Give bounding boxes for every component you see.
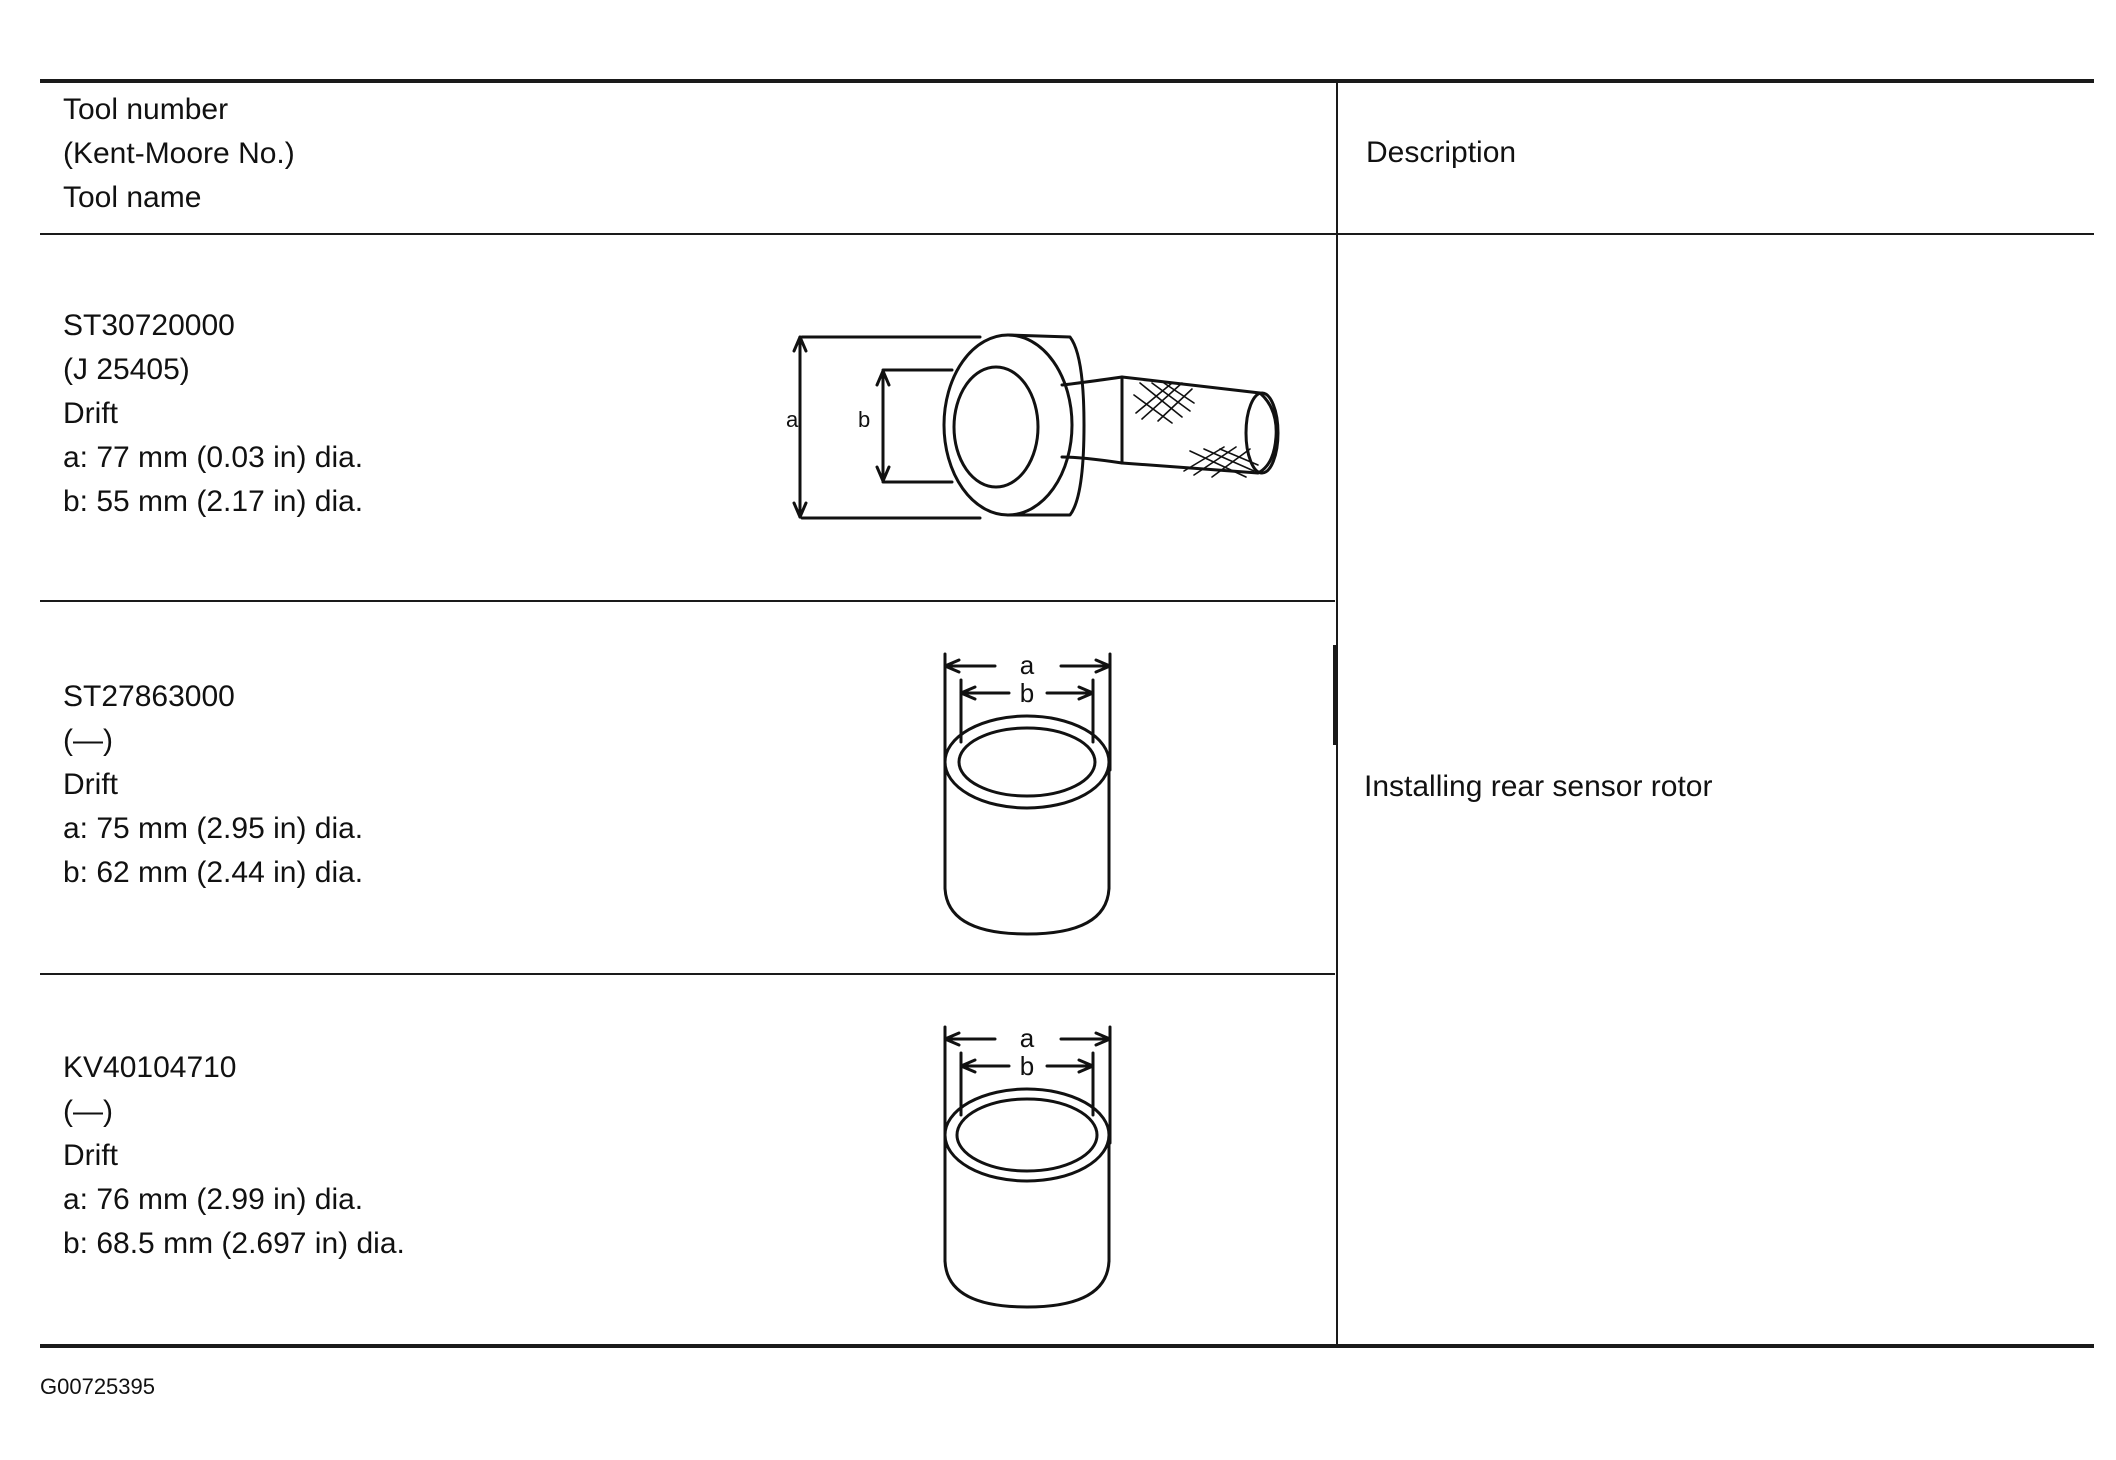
header-tool-column: Tool number (Kent-Moore No.) Tool name <box>63 88 295 220</box>
dimension-b: b: 62 mm (2.44 in) dia. <box>63 856 364 889</box>
table-bottom-rule <box>40 1344 2094 1348</box>
dimension-b: b: 55 mm (2.17 in) dia. <box>63 485 364 518</box>
dimension-a: a: 77 mm (0.03 in) dia. <box>63 441 364 474</box>
label-b: b <box>1020 1051 1034 1081</box>
kent-moore-number: (—) <box>63 1095 113 1128</box>
cylinder-drift-icon: a b <box>943 650 1112 936</box>
header-tool-name: Tool name <box>63 181 202 214</box>
tool-row-2-text: ST27863000 (—) Drift a: 75 mm (2.95 in) … <box>63 675 363 895</box>
label-a: a <box>786 407 799 432</box>
tool-number: ST30720000 <box>63 309 235 342</box>
figure-id: G00725395 <box>40 1374 155 1399</box>
tool-row-3-text: KV40104710 (—) Drift a: 76 mm (2.99 in) … <box>63 1046 405 1266</box>
tool-number: ST27863000 <box>63 680 235 713</box>
column-divider-mark <box>1333 645 1338 745</box>
dimension-a: a: 76 mm (2.99 in) dia. <box>63 1183 364 1216</box>
tool-name: Drift <box>63 397 118 430</box>
dimension-b: b: 68.5 mm (2.697 in) dia. <box>63 1227 405 1260</box>
cylinder-drift-icon: a b <box>943 1023 1112 1309</box>
header-description: Description <box>1366 136 1517 169</box>
kent-moore-number: (J 25405) <box>63 353 190 386</box>
tool-name: Drift <box>63 1139 118 1172</box>
dimension-a: a: 75 mm (2.95 in) dia. <box>63 812 364 845</box>
label-a: a <box>1020 650 1035 680</box>
header-tool-number: Tool number <box>63 93 229 126</box>
tool-row-1-text: ST30720000 (J 25405) Drift a: 77 mm (0.0… <box>63 304 363 524</box>
label-a: a <box>1020 1023 1035 1053</box>
table-top-rule <box>40 79 2094 83</box>
row-divider-1 <box>40 600 1335 602</box>
drift-with-handle-icon: a b <box>786 333 1280 520</box>
label-b: b <box>858 407 870 432</box>
label-b: b <box>1020 678 1034 708</box>
kent-moore-number: (—) <box>63 724 113 757</box>
header-divider <box>40 233 2094 235</box>
tool-description: Installing rear sensor rotor <box>1364 770 1713 803</box>
tool-number: KV40104710 <box>63 1051 237 1084</box>
row-divider-2 <box>40 973 1335 975</box>
header-kent-moore: (Kent-Moore No.) <box>63 137 295 170</box>
tool-name: Drift <box>63 768 118 801</box>
